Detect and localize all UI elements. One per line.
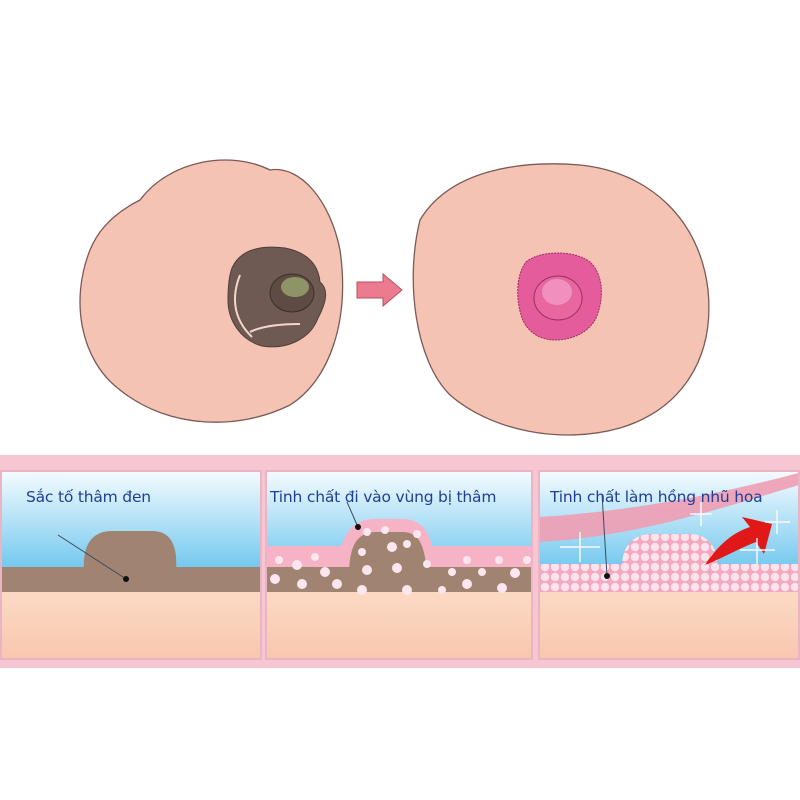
sparkle-icons (560, 502, 790, 564)
panel-pink-result: Tinh chất làm hồng nhũ hoa (538, 470, 800, 660)
panel-label: Sắc tố thâm đen (26, 488, 151, 506)
panel-pigment: Sắc tố thâm đen (0, 470, 262, 660)
before-after-illustration (79, 159, 710, 460)
breast-before (79, 159, 344, 423)
up-arrow-icon (705, 517, 772, 565)
panel-pigment-art (2, 472, 260, 658)
panel-serum-penetrating: Tinh chất đi vào vùng bị thâm (265, 470, 533, 660)
panel-label: Tinh chất làm hồng nhũ hoa (550, 488, 763, 506)
panel-label: Tinh chất đi vào vùng bị thâm (270, 488, 497, 506)
panel-serum-art (267, 472, 531, 658)
panel-result-art (540, 472, 798, 658)
breast-after (412, 163, 710, 436)
right-arrow-icon (356, 272, 403, 308)
